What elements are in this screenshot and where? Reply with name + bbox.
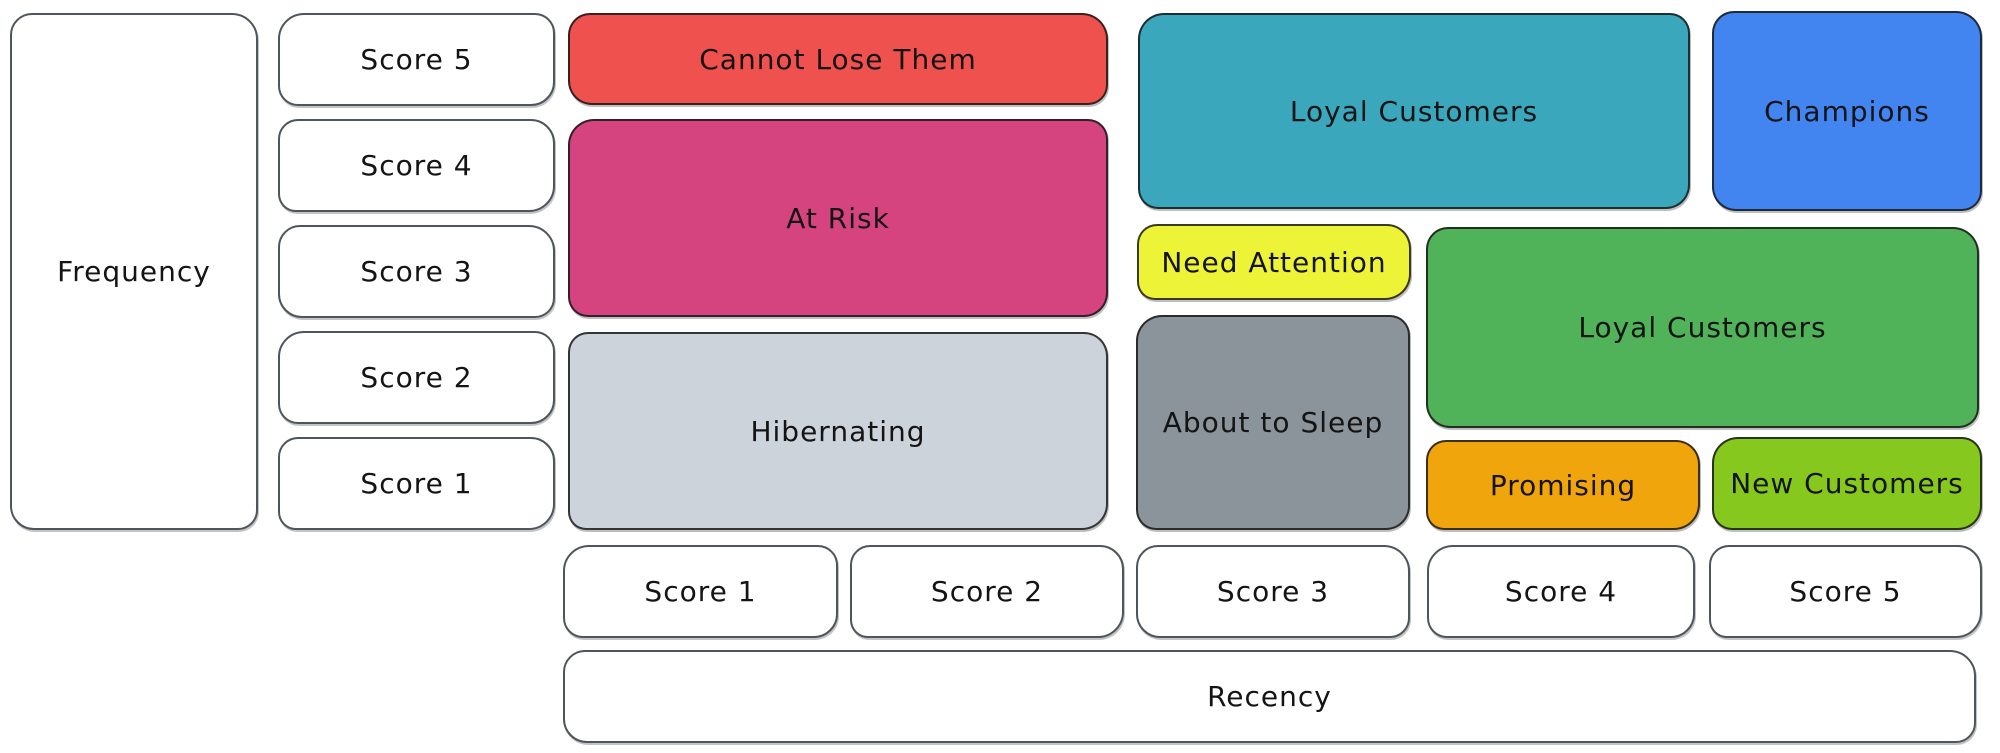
segment-loyal-customers-teal: Loyal Customers bbox=[1138, 13, 1690, 209]
frequency-score-3-box: Score 3 bbox=[278, 225, 555, 318]
frequency-score-4-label: Score 4 bbox=[360, 149, 473, 182]
segment-promising: Promising bbox=[1426, 440, 1700, 530]
segment-promising-label: Promising bbox=[1489, 468, 1637, 502]
segment-loyal-customers-green-label: Loyal Customers bbox=[1578, 311, 1827, 344]
frequency-score-5-label: Score 5 bbox=[360, 43, 473, 76]
segment-new-customers: New Customers bbox=[1712, 437, 1982, 530]
frequency-score-1-box: Score 1 bbox=[278, 437, 555, 530]
segment-cannot-lose-them-label: Cannot Lose Them bbox=[699, 42, 977, 76]
segment-loyal-customers-green: Loyal Customers bbox=[1426, 227, 1979, 428]
recency-score-1-label: Score 1 bbox=[644, 575, 757, 608]
segment-cannot-lose-them: Cannot Lose Them bbox=[568, 13, 1108, 105]
frequency-score-3-label: Score 3 bbox=[360, 255, 473, 288]
segment-at-risk: At Risk bbox=[568, 119, 1108, 317]
recency-score-4-label: Score 4 bbox=[1504, 575, 1618, 608]
frequency-score-2-box: Score 2 bbox=[278, 331, 555, 424]
recency-score-5-label: Score 5 bbox=[1789, 575, 1902, 608]
recency-axis-label: Recency bbox=[1207, 680, 1332, 713]
recency-score-2-label: Score 2 bbox=[930, 575, 1044, 608]
segment-champions-label: Champions bbox=[1764, 94, 1930, 128]
recency-score-4-box: Score 4 bbox=[1427, 545, 1695, 638]
recency-score-1-box: Score 1 bbox=[563, 545, 838, 638]
frequency-score-4-box: Score 4 bbox=[278, 119, 555, 212]
frequency-axis-label: Frequency bbox=[57, 255, 211, 288]
segment-loyal-customers-teal-label: Loyal Customers bbox=[1289, 94, 1539, 128]
frequency-axis-label-box: Frequency bbox=[10, 13, 258, 530]
recency-score-3-box: Score 3 bbox=[1136, 545, 1410, 638]
segment-hibernating-label: Hibernating bbox=[750, 414, 926, 448]
frequency-score-2-label: Score 2 bbox=[360, 361, 473, 394]
recency-score-2-box: Score 2 bbox=[850, 545, 1124, 638]
segment-champions: Champions bbox=[1712, 11, 1982, 211]
segment-new-customers-label: New Customers bbox=[1730, 467, 1964, 500]
recency-score-5-box: Score 5 bbox=[1709, 545, 1982, 638]
recency-score-3-label: Score 3 bbox=[1216, 575, 1330, 608]
segment-about-to-sleep-label: About to Sleep bbox=[1162, 406, 1384, 439]
segment-hibernating: Hibernating bbox=[568, 332, 1108, 530]
recency-axis-label-box: Recency bbox=[563, 650, 1976, 743]
segment-need-attention-label: Need Attention bbox=[1161, 245, 1387, 279]
segment-need-attention: Need Attention bbox=[1137, 224, 1411, 300]
frequency-score-1-label: Score 1 bbox=[360, 467, 473, 500]
segment-about-to-sleep: About to Sleep bbox=[1136, 315, 1410, 530]
segment-at-risk-label: At Risk bbox=[786, 201, 890, 235]
frequency-score-5-box: Score 5 bbox=[278, 13, 555, 106]
